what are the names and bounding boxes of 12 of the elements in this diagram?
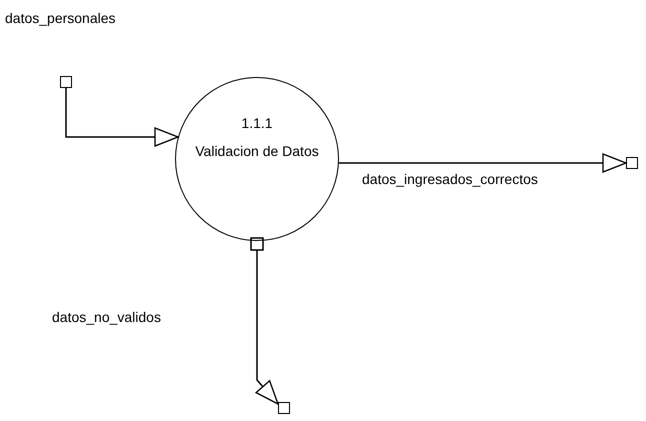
flow-arrow (65, 88, 179, 147)
flow-name: datos_personales (5, 10, 116, 27)
connector-square (60, 76, 72, 88)
flow-arrow (255, 250, 279, 405)
process-circle (175, 77, 339, 241)
flow-name: datos_no_validos (52, 309, 161, 326)
connector-square (626, 157, 638, 169)
process-number: 1.1.1 (240, 114, 274, 132)
flow-arrow (338, 153, 627, 173)
connector-square (278, 402, 290, 414)
edge-label: datos_ingresados_correctos (362, 171, 538, 188)
process-name: Validacion de Datos (194, 142, 320, 160)
